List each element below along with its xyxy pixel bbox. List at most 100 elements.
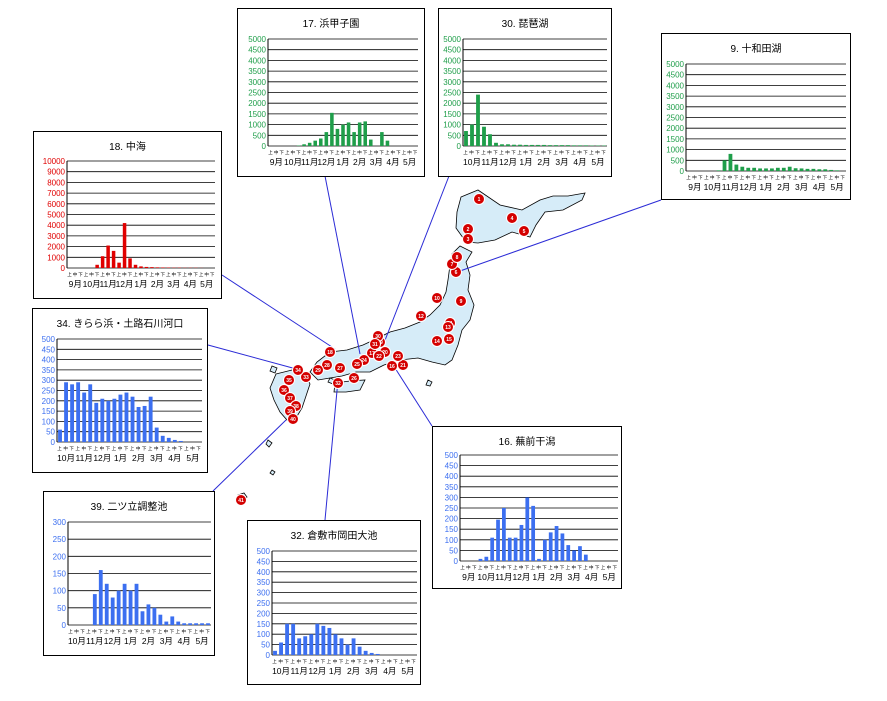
bar [464, 131, 468, 146]
bar [139, 266, 143, 268]
x-sub-label: 中 [391, 149, 396, 156]
x-sub-label: 下 [303, 659, 308, 665]
x-sub-label: 下 [128, 272, 133, 278]
x-sub-label: 上 [150, 271, 155, 277]
leader-biwako [381, 175, 450, 349]
x-sub-label: 中 [74, 628, 79, 635]
y-tick-label: 400 [257, 568, 271, 577]
x-month-label: 3月 [567, 572, 580, 582]
site-marker: 28 [321, 359, 333, 371]
bar [470, 124, 474, 146]
x-sub-label: 中 [728, 174, 733, 181]
x-sub-label: 下 [170, 629, 175, 635]
x-sub-label: 上 [757, 174, 762, 180]
bar [309, 634, 314, 655]
bar [524, 144, 528, 146]
x-sub-label: 上 [193, 628, 198, 634]
bar [764, 168, 768, 171]
y-tick-label: 2000 [443, 99, 461, 108]
y-tick-label: 1500 [443, 110, 461, 119]
y-tick-label: 500 [253, 131, 267, 140]
x-sub-label: 下 [601, 150, 606, 156]
x-sub-label: 下 [363, 150, 368, 156]
site-marker-label: 21 [400, 363, 406, 369]
y-tick-label: 4000 [443, 56, 461, 65]
y-tick-label: 3500 [666, 92, 684, 101]
site-marker-label: 13 [445, 325, 451, 331]
site-marker: 32 [332, 377, 344, 389]
bar [335, 128, 340, 146]
site-marker-label: 1 [478, 197, 481, 203]
x-month-label: 3月 [795, 182, 808, 192]
chart-plot: 050100150200250300350400450500上中下上中下上中下上… [42, 335, 202, 463]
y-tick-label: 50 [449, 546, 458, 555]
bar [82, 392, 87, 442]
x-month-label: 9月 [69, 279, 82, 289]
x-sub-label: 中 [73, 271, 78, 278]
x-sub-label: 上 [775, 174, 780, 180]
bar [112, 398, 117, 442]
bar [357, 646, 362, 655]
x-sub-label: 下 [144, 272, 149, 278]
y-tick-label: 150 [42, 407, 56, 416]
y-tick-label: 500 [445, 451, 459, 460]
bar [584, 145, 588, 146]
site-marker-label: 12 [418, 314, 424, 320]
x-sub-label: 上 [566, 564, 571, 570]
x-sub-label: 上 [381, 658, 386, 664]
bar [494, 142, 498, 146]
site-marker-label: 25 [354, 362, 360, 368]
x-sub-label: 上 [704, 174, 709, 180]
site-marker-label: 37 [287, 396, 293, 402]
x-month-label: 11月 [722, 182, 739, 192]
chart-title: 34. きらら浜・土路石川河口 [56, 319, 184, 330]
y-tick-label: 3500 [248, 67, 266, 76]
bar [560, 145, 564, 146]
x-sub-label: 中 [274, 149, 279, 156]
y-tick-label: 300 [42, 376, 56, 385]
x-sub-label: 下 [177, 272, 182, 278]
bar [506, 144, 510, 146]
y-tick-label: 400 [445, 472, 459, 481]
bar [118, 394, 123, 442]
y-tick-label: 0 [457, 142, 462, 151]
bar [150, 267, 154, 268]
x-sub-label: 下 [698, 175, 703, 181]
y-tick-label: 10000 [43, 157, 66, 166]
y-tick-label: 0 [680, 167, 685, 176]
chart-title: 16. 蕪前干潟 [498, 437, 556, 448]
bar [333, 634, 338, 655]
y-tick-label: 3000 [47, 232, 65, 241]
x-sub-label: 下 [577, 565, 582, 571]
bar [106, 245, 110, 268]
x-sub-label: 上 [100, 271, 105, 277]
x-sub-label: 中 [505, 149, 510, 156]
bar [170, 616, 175, 625]
site-marker-label: 17 [369, 351, 375, 357]
site-markers: 1234567891011121314151617181920212223242… [235, 193, 530, 506]
site-marker: 2 [462, 223, 474, 235]
x-sub-label: 下 [339, 659, 344, 665]
leader-towadako [459, 199, 662, 272]
bar [341, 124, 345, 146]
site-marker: 36 [278, 384, 290, 396]
y-tick-label: 100 [53, 587, 67, 596]
x-sub-label: 下 [80, 629, 85, 635]
bar [752, 167, 757, 171]
bar [823, 169, 828, 171]
x-sub-label: 上 [513, 564, 518, 570]
bar [94, 402, 99, 442]
x-sub-label: 中 [746, 174, 751, 181]
bar [200, 623, 204, 625]
x-sub-label: 下 [329, 150, 334, 156]
bar [380, 132, 384, 146]
x-sub-label: 上 [94, 445, 99, 451]
y-tick-label: 200 [42, 397, 56, 406]
site-marker-label: 16 [389, 364, 395, 370]
x-month-label: 2月 [347, 666, 360, 676]
x-sub-label: 下 [507, 565, 512, 571]
x-sub-label: 上 [268, 149, 273, 155]
x-sub-label: 上 [158, 628, 163, 634]
chart-title: 30. 琵琶湖 [501, 19, 549, 30]
site-marker-label: 41 [238, 498, 244, 504]
